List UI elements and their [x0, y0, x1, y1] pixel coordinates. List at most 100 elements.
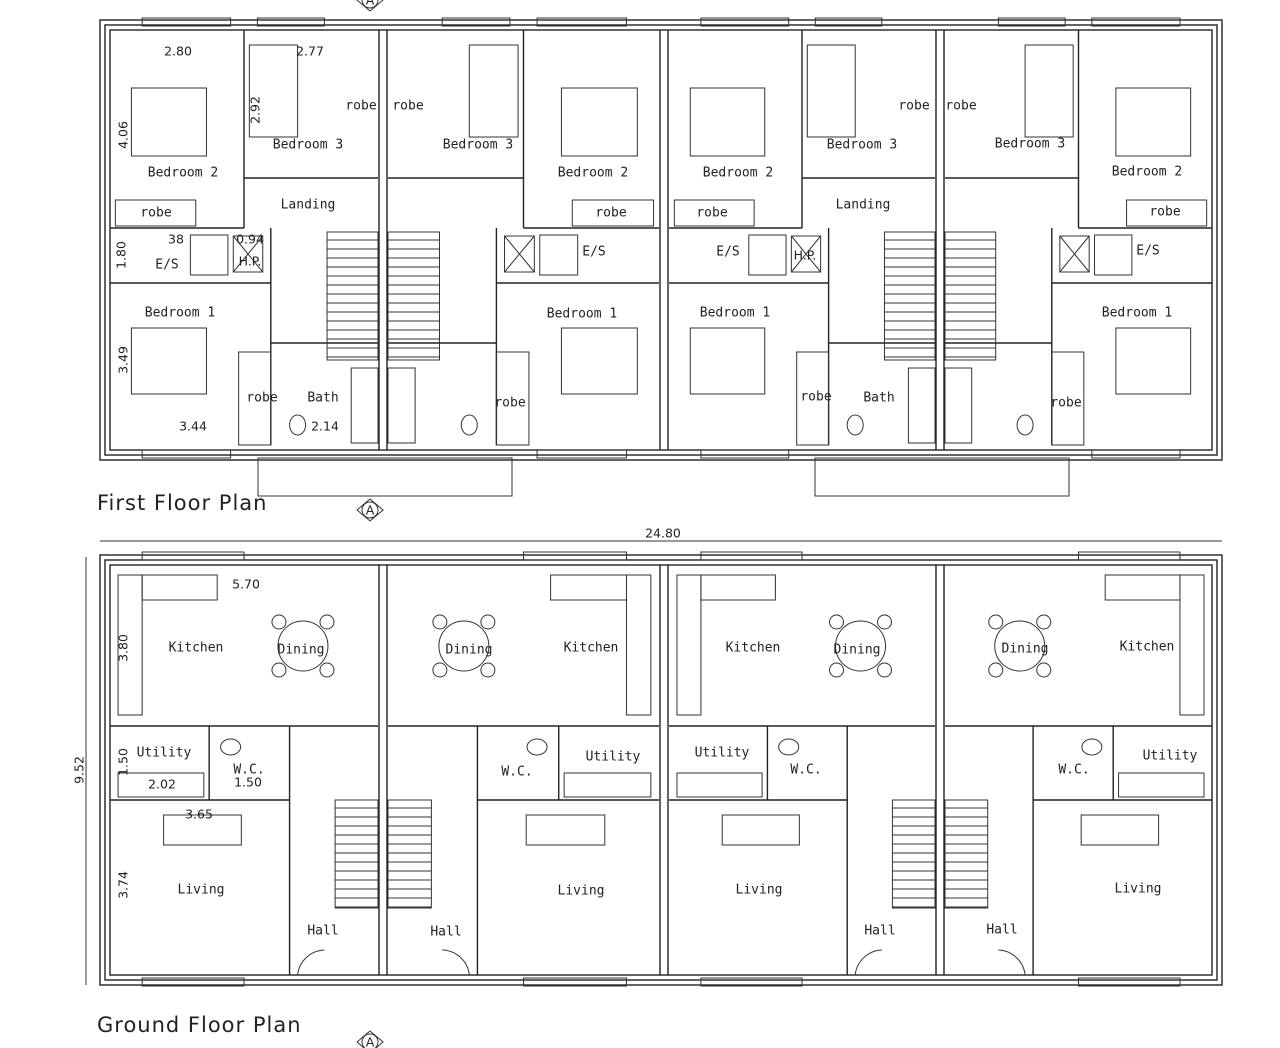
hot-press — [790, 235, 822, 273]
toilet — [1016, 414, 1034, 436]
rear-outline — [257, 457, 513, 497]
bed — [1115, 327, 1192, 395]
staircase — [387, 231, 440, 361]
hot-press-cross — [232, 235, 264, 273]
dining-table — [277, 620, 329, 672]
window — [997, 17, 1066, 27]
room-label-ground-floor-unit3-kitchen: Kitchen — [726, 641, 781, 656]
room-label-ground-floor-unit2-wc: W.C. — [501, 765, 532, 780]
room-label-ground-floor-unit2-dining: Dining — [446, 643, 493, 658]
room-label-ground-floor-unit3-hall: Hall — [864, 924, 895, 939]
toilet — [1081, 738, 1103, 756]
dining-chair — [829, 662, 845, 678]
section-marker — [356, 1030, 384, 1048]
room-label-ground-floor-unit3-utility: Utility — [695, 746, 750, 761]
room-label-first-floor-unit4-es: E/S — [1136, 244, 1159, 259]
dimension-label-ground-floor-unit1-dim-u-d: 1.50 — [116, 748, 131, 776]
room-label-first-floor-unit2-b2: Bedroom 2 — [558, 166, 628, 181]
window — [700, 449, 790, 459]
room-label-first-floor-unit3-robe-b2: robe — [696, 206, 727, 221]
dimension-label-first-floor-unit1-dim-bath-w: 2.14 — [311, 419, 339, 434]
room-label-ground-floor-unit2-living: Living — [558, 884, 605, 899]
dining-table — [438, 620, 490, 672]
room-label-first-floor-unit1-robe-b2: robe — [140, 206, 171, 221]
room-label-ground-floor-unit1-living: Living — [178, 883, 225, 898]
room-label-ground-floor-unit4-hall: Hall — [986, 923, 1017, 938]
room-label-overall-dims-width: 24.80 — [645, 526, 681, 541]
section-marker-label: A — [366, 0, 375, 8]
dimension-label-ground-floor-unit1-dim-k-d: 3.80 — [116, 634, 131, 662]
window — [1078, 551, 1181, 561]
room-label-first-floor-unit1-hp: H.P. — [239, 254, 262, 269]
dining-chair — [829, 614, 845, 630]
room-label-first-floor-unit4-robe-b1: robe — [1050, 396, 1081, 411]
worktop — [1104, 574, 1181, 601]
dining-chair — [480, 662, 496, 678]
room-label-ground-floor-unit1-wc: W.C. — [233, 763, 264, 778]
dimension-label-first-floor-unit1-dim-b2-w: 2.80 — [164, 44, 192, 59]
window — [700, 17, 790, 27]
dimension-label-ground-floor-unit1-dim-l-w: 3.65 — [185, 807, 213, 822]
plan-title-titles-first-floor: First Floor Plan — [97, 491, 267, 515]
room-label-first-floor-unit2-robe-b1: robe — [494, 396, 525, 411]
dining-chair — [480, 614, 496, 630]
front-door-swing — [854, 949, 882, 976]
bathtub — [350, 367, 379, 444]
hot-press — [232, 235, 264, 273]
front-door-swing — [297, 949, 325, 976]
room-label-first-floor-unit4-b1: Bedroom 1 — [1102, 306, 1172, 321]
worktop — [625, 574, 652, 716]
staircase — [891, 799, 936, 909]
dimension-label-first-floor-unit1-dim-b2-d: 4.06 — [116, 121, 131, 149]
bathtub — [387, 367, 416, 444]
dining-chair — [319, 662, 335, 678]
bathtub — [907, 367, 936, 444]
front-door-swing — [998, 949, 1026, 976]
dimension-label-first-floor-unit1-dim-es-d: 1.80 — [114, 241, 129, 269]
wardrobe — [673, 199, 755, 227]
room-label-ground-floor-unit4-living: Living — [1115, 882, 1162, 897]
first-floor-outline — [99, 19, 1223, 461]
room-label-ground-floor-unit3-living: Living — [736, 883, 783, 898]
bed — [248, 44, 299, 138]
shower-tray — [539, 234, 579, 276]
bed — [689, 327, 766, 395]
window — [814, 17, 883, 27]
dining-chair — [1036, 662, 1052, 678]
bathtub — [944, 367, 973, 444]
room-label-ground-floor-unit2-hall: Hall — [430, 925, 461, 940]
room-label-first-floor-unit2-es: E/S — [582, 245, 605, 260]
sofa — [721, 814, 800, 846]
section-marker-label: A — [366, 1035, 375, 1048]
room-label-first-floor-unit3-hp: H.P. — [794, 248, 817, 263]
dimension-label-first-floor-unit1-dim-b3-w: 2.77 — [296, 44, 324, 59]
section-marker-circle — [361, 0, 379, 9]
dimension-label-first-floor-unit1-dim-es-w: 38 — [168, 232, 184, 247]
rear-outline — [814, 457, 1070, 497]
window — [141, 449, 232, 459]
worktop — [1179, 574, 1205, 716]
dining-table — [994, 620, 1046, 672]
bed — [1024, 44, 1074, 138]
shower-tray — [189, 234, 229, 276]
dimension-label-ground-floor-unit1-dim-u-w: 2.02 — [148, 777, 176, 792]
room-label-first-floor-unit1-robe-b3: robe — [345, 99, 376, 114]
window — [523, 551, 627, 561]
dining-table — [835, 620, 887, 672]
utility-units — [117, 772, 205, 798]
dining-chair — [271, 614, 287, 630]
section-marker — [356, 0, 384, 12]
room-label-ground-floor-unit3-dining: Dining — [834, 643, 881, 658]
room-label-ground-floor-unit4-wc: W.C. — [1058, 763, 1089, 778]
staircase — [387, 799, 432, 909]
sofa — [1080, 814, 1160, 846]
window — [141, 551, 245, 561]
room-label-first-floor-unit2-robe-b3: robe — [392, 99, 423, 114]
bed — [806, 44, 856, 138]
worktop — [550, 574, 627, 601]
wardrobe — [571, 199, 655, 227]
sofa — [525, 814, 606, 846]
toilet — [778, 738, 800, 756]
bed — [130, 327, 207, 395]
wardrobe — [238, 351, 272, 446]
